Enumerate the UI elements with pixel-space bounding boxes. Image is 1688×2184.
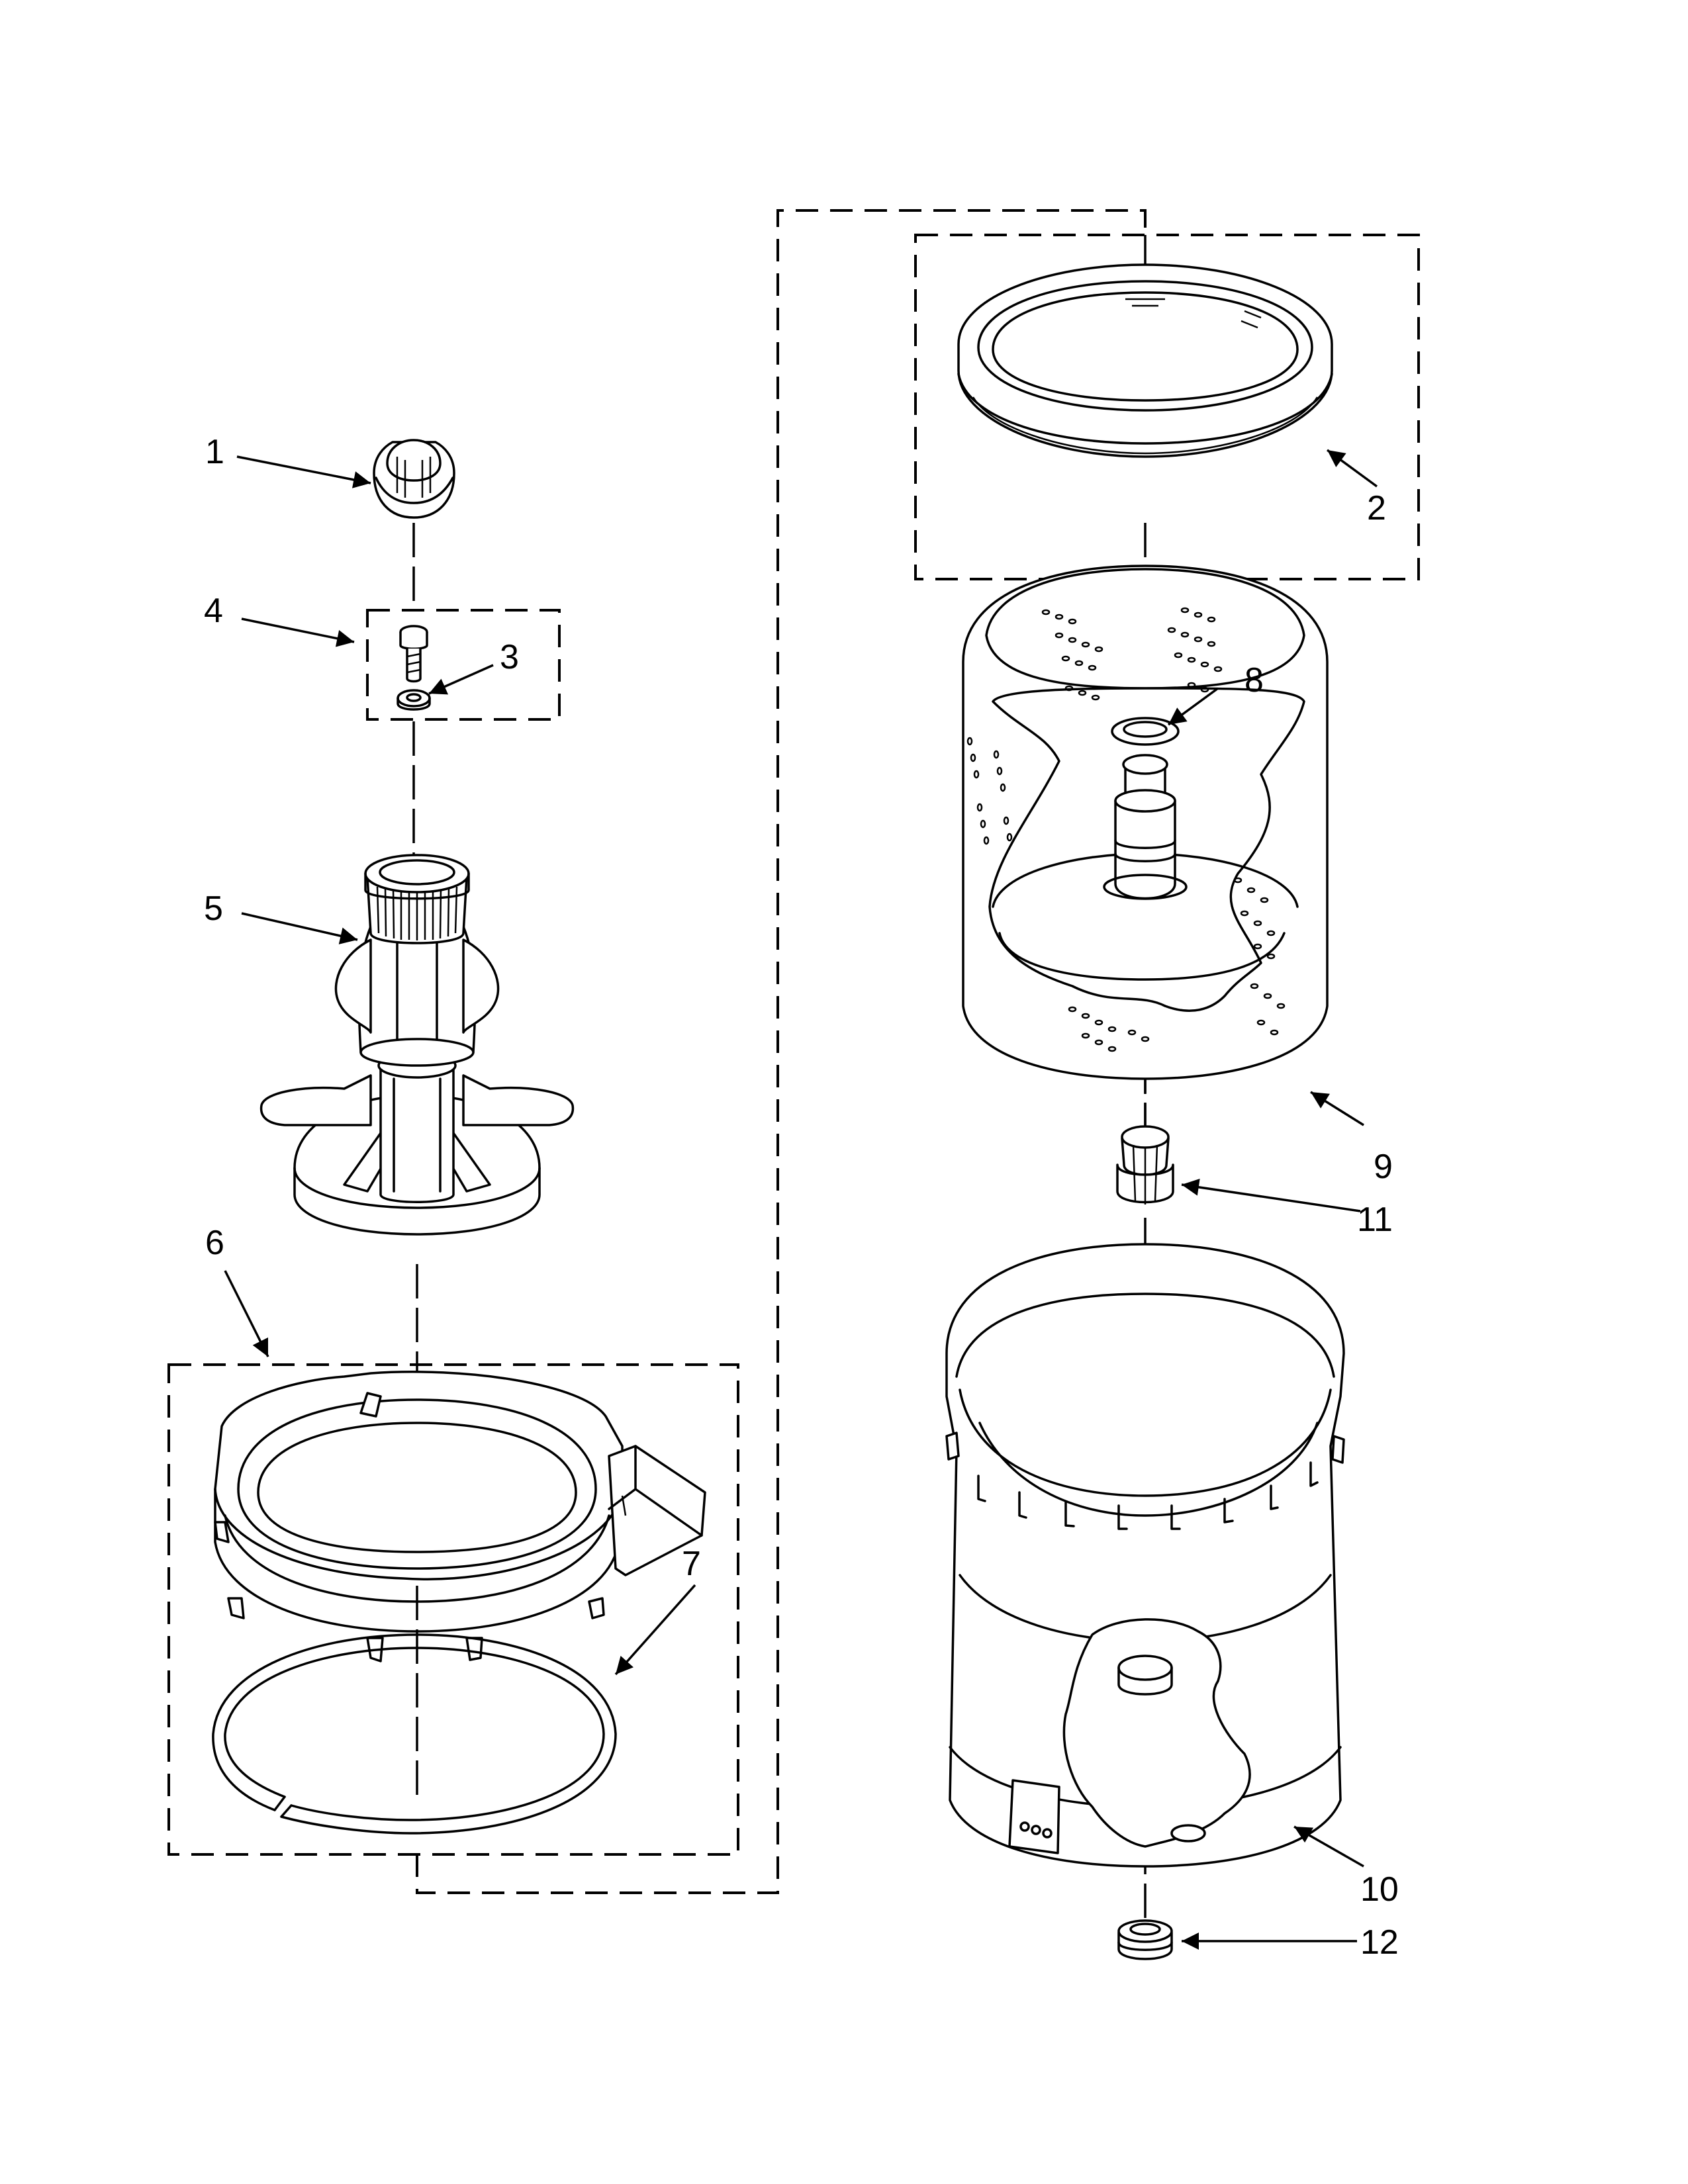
- part-3-washer: [397, 689, 431, 711]
- basket-perforations: [966, 607, 1286, 1052]
- part-12-drain-plug: [1117, 1919, 1173, 1960]
- part-7-snap-ring: [212, 1633, 617, 1835]
- callout-9: 9: [1374, 1148, 1393, 1186]
- part-2-balance-ring: [957, 263, 1333, 458]
- part-9-basket: [962, 565, 1329, 1080]
- callout-4: 4: [204, 592, 223, 630]
- callout-7: 7: [682, 1545, 701, 1583]
- group-box-9: [914, 234, 1420, 580]
- callout-2: 2: [1367, 489, 1386, 527]
- callout-1: 1: [205, 433, 224, 471]
- callout-12: 12: [1360, 1923, 1399, 1962]
- callout-3: 3: [500, 638, 519, 676]
- part-4-bolt: [399, 625, 428, 683]
- callout-8: 8: [1244, 661, 1264, 700]
- part-8-seal: [1111, 717, 1180, 746]
- part-1-agitator-cap: [373, 439, 455, 519]
- callout-11: 11: [1357, 1201, 1393, 1239]
- part-5-agitator: [259, 854, 575, 1236]
- part-6-tub-ring: [214, 1371, 706, 1662]
- callout-5: 5: [204, 889, 223, 928]
- callout-6: 6: [205, 1224, 224, 1262]
- part-11-hub-nut: [1116, 1125, 1174, 1205]
- group-connector-line: [416, 209, 1147, 1894]
- callout-labels: 1 2 3 4 5 6 7 8 9 10 11 12: [204, 433, 1399, 1962]
- group-box-4: [366, 609, 561, 721]
- group-box-6: [167, 1363, 739, 1856]
- part-10-outer-tub: [945, 1243, 1345, 1868]
- assembly-group-boxes: [167, 209, 1420, 1894]
- leader-arrows: [224, 449, 1378, 1950]
- callout-10: 10: [1360, 1870, 1399, 1909]
